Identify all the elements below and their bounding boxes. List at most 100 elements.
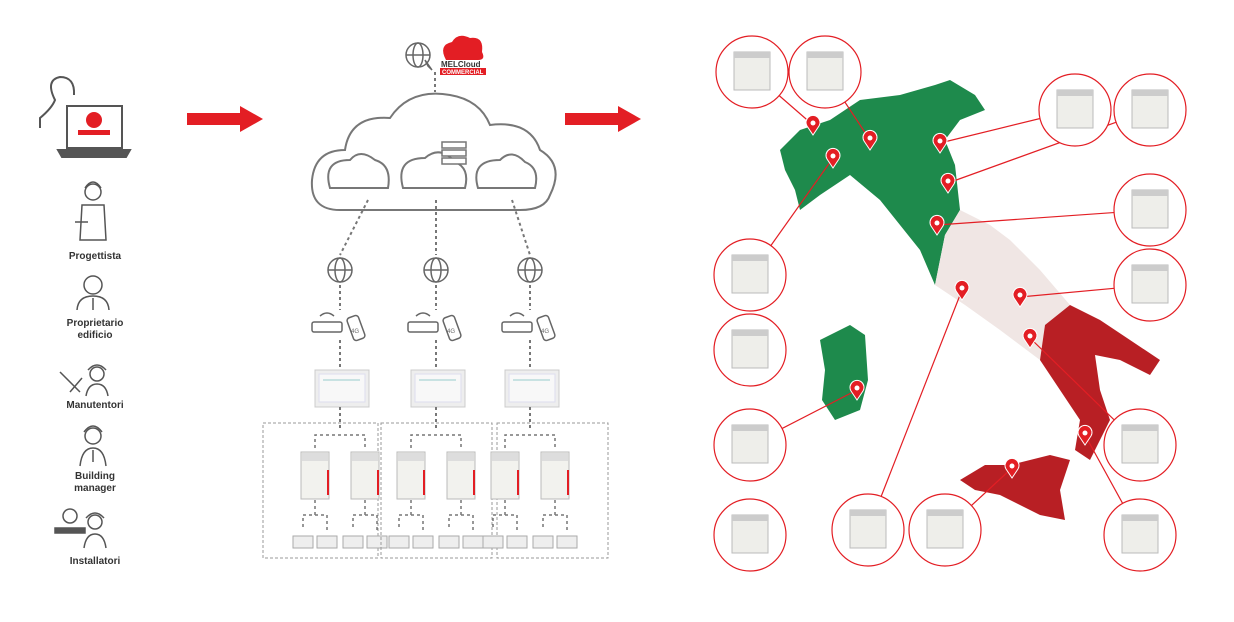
connection-line — [339, 199, 369, 256]
location-pin-icon[interactable] — [862, 129, 878, 151]
location-pin-icon[interactable] — [1012, 286, 1028, 308]
site-circle[interactable] — [1038, 73, 1112, 147]
site-box — [496, 422, 609, 559]
arrow-right-icon — [565, 106, 641, 132]
site-column: 4G — [482, 199, 609, 559]
indoor-unit — [462, 535, 484, 549]
hvac-unit-image — [731, 514, 769, 554]
site-circle[interactable] — [1103, 498, 1177, 572]
indoor-unit — [366, 535, 388, 549]
role-label: Building manager — [74, 471, 116, 494]
globe-cursor-icon — [517, 257, 543, 283]
indoor-unit — [556, 535, 578, 549]
indoor-unit — [438, 535, 460, 549]
role-label: Manutentori — [66, 400, 124, 411]
outdoor-unit — [300, 451, 330, 500]
4g-label: 4G — [447, 329, 455, 335]
italy-map — [780, 80, 1160, 520]
touchscreen-controller — [410, 369, 466, 408]
site-circle[interactable] — [908, 493, 982, 567]
central-italy-region — [935, 210, 1070, 360]
indoor-unit — [388, 535, 410, 549]
indoor-unit — [482, 535, 504, 549]
indoor-unit — [412, 535, 434, 549]
maintenance-icon — [59, 364, 109, 397]
4g-dongle-icon: 4G — [442, 314, 462, 342]
hvac-unit-image — [1121, 514, 1159, 554]
globe-cursor-icon — [405, 42, 433, 71]
location-pin-icon[interactable] — [1022, 327, 1038, 349]
router-icon — [501, 312, 533, 333]
location-pin-icon[interactable] — [954, 279, 970, 301]
north-italy-region — [780, 80, 985, 285]
owner-icon — [76, 275, 110, 311]
router-icon — [407, 312, 439, 333]
site-circle[interactable] — [1113, 248, 1187, 322]
hvac-unit-image — [1121, 424, 1159, 464]
indoor-unit — [292, 535, 314, 549]
logo-name: MELCloud — [441, 60, 481, 69]
role-label: Progettista — [68, 251, 122, 262]
touchscreen-controller — [314, 369, 370, 408]
outdoor-unit — [490, 451, 520, 500]
4g-dongle-icon: 4G — [536, 314, 556, 342]
melcloud-logo: MELCloud COMMERCIAL — [440, 35, 486, 76]
location-pin-icon[interactable] — [929, 214, 945, 236]
logo-sub: COMMERCIAL — [442, 70, 484, 76]
site-circle[interactable] — [715, 35, 789, 109]
indoor-unit — [532, 535, 554, 549]
globe-cursor-icon — [423, 257, 449, 283]
4g-dongle-icon: 4G — [346, 314, 366, 342]
outdoor-unit — [350, 451, 380, 500]
outdoor-unit — [540, 451, 570, 500]
designer-icon — [75, 181, 107, 241]
server-icon — [441, 141, 467, 165]
site-column: 4G — [380, 200, 493, 559]
installer-icon — [54, 508, 107, 549]
4g-label: 4G — [541, 329, 549, 335]
indoor-unit — [316, 535, 338, 549]
indoor-unit — [342, 535, 364, 549]
site-box — [380, 422, 493, 559]
location-pin-icon[interactable] — [849, 379, 865, 401]
sicily-region — [960, 455, 1070, 520]
location-pin-icon[interactable] — [1077, 424, 1093, 446]
router-icon — [311, 312, 343, 333]
location-pin-icon[interactable] — [1004, 457, 1020, 479]
arrow-right-icon — [187, 106, 263, 132]
site-circle[interactable] — [1103, 408, 1177, 482]
site-circle[interactable] — [788, 35, 862, 109]
hvac-unit-image — [731, 424, 769, 464]
hvac-unit-image — [731, 329, 769, 369]
site-circle[interactable] — [1113, 173, 1187, 247]
role-label: Proprietario edificio — [66, 318, 124, 341]
site-circle[interactable] — [831, 493, 905, 567]
4g-label: 4G — [351, 329, 359, 335]
site-circle[interactable] — [713, 313, 787, 387]
hvac-unit-image — [1131, 89, 1169, 129]
south-italy-region — [1040, 305, 1160, 460]
hvac-unit-image — [731, 254, 769, 294]
outdoor-unit — [396, 451, 426, 500]
location-pin-icon[interactable] — [932, 132, 948, 154]
indoor-unit — [506, 535, 528, 549]
site-circle[interactable] — [713, 238, 787, 312]
hvac-unit-image — [1131, 264, 1169, 304]
site-circle[interactable] — [713, 408, 787, 482]
globe-cursor-icon — [327, 257, 353, 283]
touchscreen-controller — [504, 369, 560, 408]
site-circle[interactable] — [713, 498, 787, 572]
connection-line — [511, 199, 531, 256]
location-pin-icon[interactable] — [825, 147, 841, 169]
hvac-unit-image — [1056, 89, 1094, 129]
cloud-icon — [310, 92, 557, 211]
role-label: Installatori — [69, 556, 121, 567]
user-laptop-icon — [39, 75, 132, 158]
outdoor-unit — [446, 451, 476, 500]
location-pin-icon[interactable] — [940, 172, 956, 194]
building-manager-icon — [79, 425, 107, 467]
location-pin-icon[interactable] — [805, 114, 821, 136]
hvac-unit-image — [1131, 189, 1169, 229]
site-circle[interactable] — [1113, 73, 1187, 147]
